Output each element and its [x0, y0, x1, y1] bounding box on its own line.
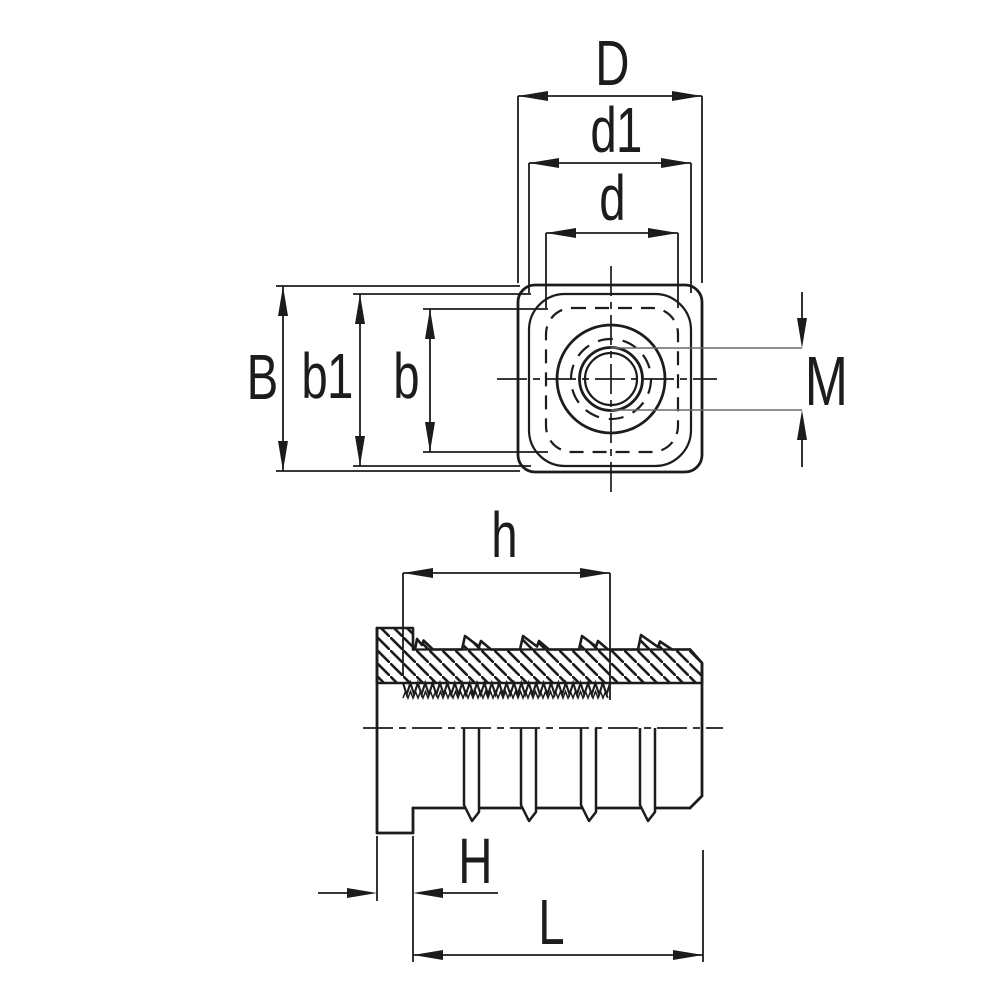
dim-label-D: D — [595, 27, 629, 99]
thread-flight-blade — [462, 728, 481, 823]
thread-flight-blade — [519, 728, 538, 823]
dimension-D — [517, 91, 703, 283]
dimension-L — [413, 850, 704, 962]
dim-label-b1: b1 — [301, 340, 353, 412]
dimension-H — [318, 836, 498, 962]
dimension-B — [276, 285, 520, 472]
dim-label-d: d — [599, 162, 625, 234]
thread-flight-blade — [579, 728, 598, 823]
internal-thread-teeth-fine — [402, 689, 609, 701]
side-view — [363, 626, 723, 835]
thread-flight-blade — [638, 728, 657, 823]
dimension-d — [545, 228, 679, 308]
dimension-h — [402, 568, 611, 700]
dimension-b1 — [353, 293, 531, 467]
dimension-d1 — [528, 158, 692, 293]
dimension-M — [611, 292, 807, 467]
dimension-b — [423, 308, 548, 453]
section-hatched-body — [375, 626, 704, 685]
dim-label-d1: d1 — [590, 94, 642, 166]
top-view — [497, 266, 717, 492]
end-face-edge — [688, 648, 704, 810]
dim-label-h: h — [491, 499, 517, 571]
tube-bore-dashed-outline — [544, 306, 680, 454]
inner-sleeve-outline — [527, 292, 693, 468]
dim-label-B: B — [246, 341, 279, 413]
dim-label-M: M — [804, 342, 848, 420]
flange-outline — [375, 626, 415, 835]
dim-label-L: L — [538, 886, 564, 958]
dim-label-H: H — [458, 825, 492, 897]
dim-label-b: b — [393, 340, 419, 412]
